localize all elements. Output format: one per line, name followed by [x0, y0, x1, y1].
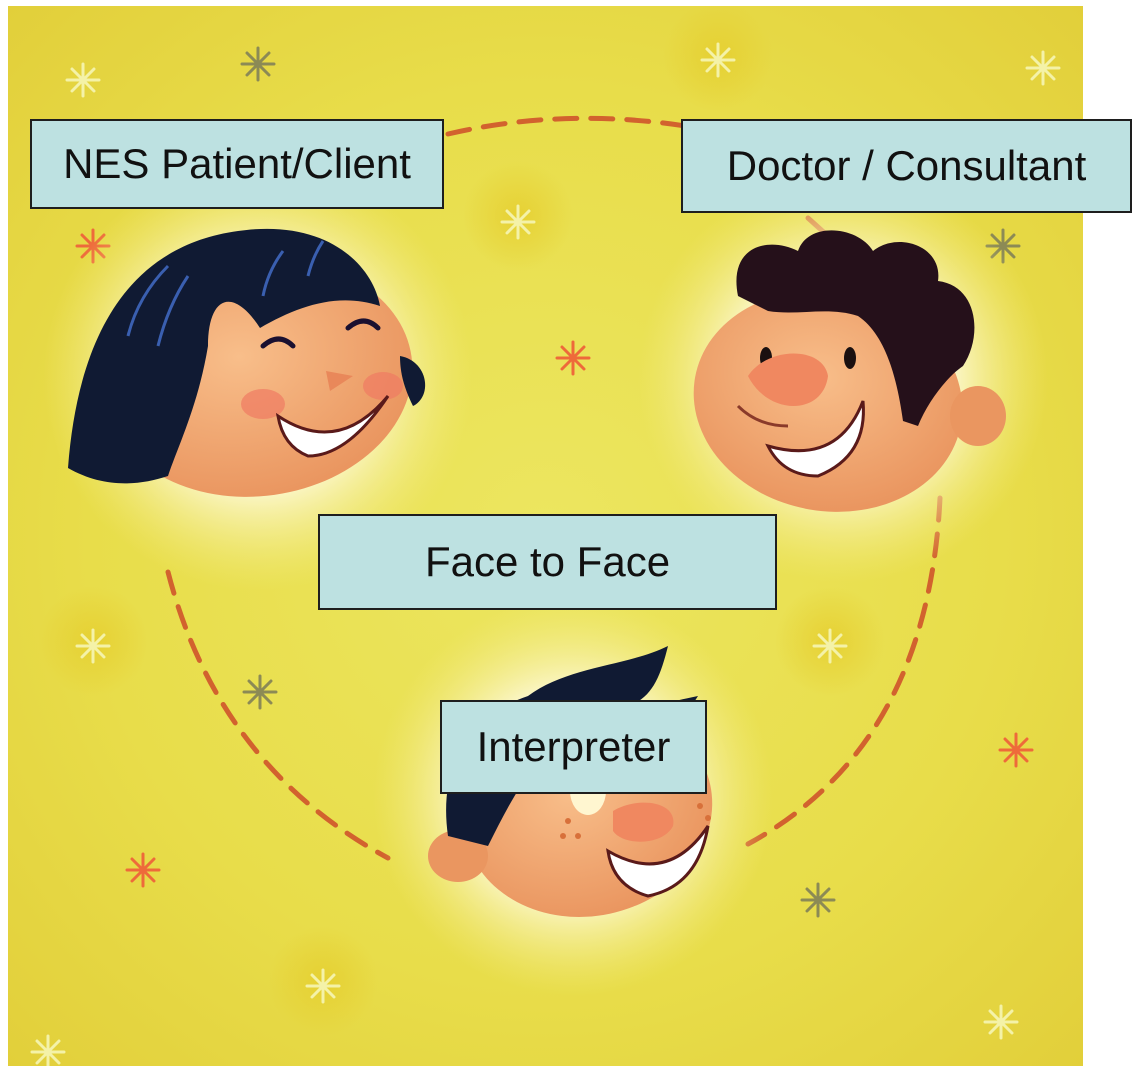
- node-label-doctor: Doctor / Consultant: [681, 119, 1132, 213]
- node-label-patient: NES Patient/Client: [30, 119, 444, 209]
- node-label-center: Face to Face: [318, 514, 777, 610]
- node-label-interpreter: Interpreter: [440, 700, 707, 794]
